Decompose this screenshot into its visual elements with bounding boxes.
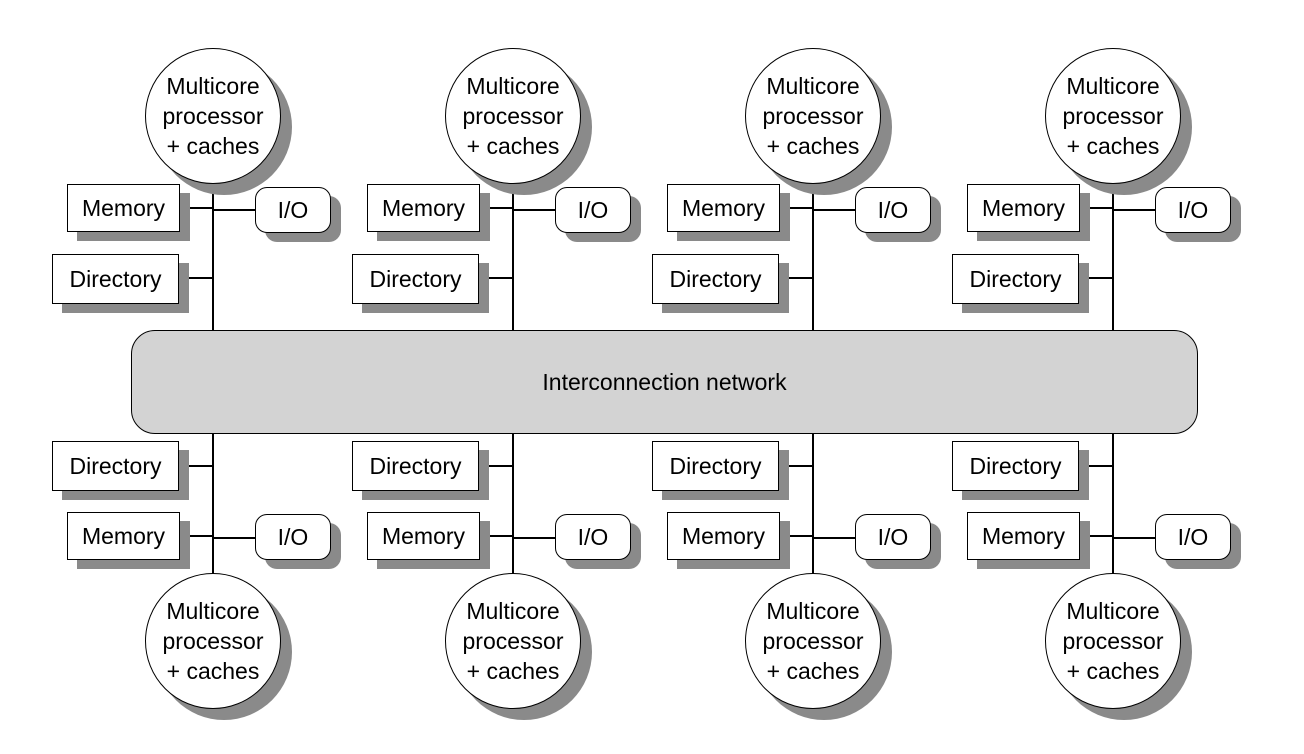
bottom-node-3-memory: Memory (667, 512, 780, 560)
top-node-4-memory: Memory (967, 184, 1080, 232)
top-node-2-processor: Multicore processor + caches (445, 48, 581, 184)
top-node-1-memory: Memory (67, 184, 180, 232)
top-node-1-io-label: I/O (277, 196, 309, 223)
top-node-3-directory-label: Directory (669, 265, 762, 292)
bottom-node-1-processor-line-1: Multicore (166, 598, 260, 624)
bottom-node-3-memory-label: Memory (681, 522, 766, 549)
top-node-3-io: I/O (855, 187, 931, 233)
top-node-1-directory: Directory (52, 254, 179, 304)
top-node-1-processor-line-1: Multicore (166, 73, 260, 99)
bottom-node-4-processor-line-2: processor (1062, 628, 1164, 654)
bottom-node-4-memory: Memory (967, 512, 1080, 560)
bottom-node-3-directory-label: Directory (669, 452, 762, 479)
bottom-node-3-io: I/O (855, 514, 931, 560)
top-node-2-processor-line-2: processor (462, 103, 564, 129)
top-node-2-memory: Memory (367, 184, 480, 232)
bottom-node-3-directory: Directory (652, 441, 779, 491)
bottom-node-3-processor-line-1: Multicore (766, 598, 860, 624)
bottom-node-2-io-label: I/O (577, 523, 609, 550)
bottom-node-4-processor-line-1: Multicore (1066, 598, 1160, 624)
top-node-1-processor-line-3: + caches (166, 133, 260, 159)
bottom-node-4-io-label: I/O (1177, 523, 1209, 550)
bottom-node-2-processor-line-1: Multicore (466, 598, 560, 624)
top-node-2-directory: Directory (352, 254, 479, 304)
top-node-4-directory: Directory (952, 254, 1079, 304)
top-node-4-memory-label: Memory (981, 194, 1066, 221)
top-node-1-directory-label: Directory (69, 265, 162, 292)
top-node-4-directory-label: Directory (969, 265, 1062, 292)
network-label: Interconnection network (542, 368, 787, 395)
bottom-node-4-memory-label: Memory (981, 522, 1066, 549)
top-node-4-processor: Multicore processor + caches (1045, 48, 1181, 184)
top-node-4-processor-line-1: Multicore (1066, 73, 1160, 99)
top-node-2-directory-label: Directory (369, 265, 462, 292)
top-node-2-io-label: I/O (577, 196, 609, 223)
bottom-node-1-processor: Multicore processor + caches (145, 573, 281, 709)
top-node-1-memory-label: Memory (81, 194, 166, 221)
top-node-3-memory-label: Memory (681, 194, 766, 221)
bottom-node-1-directory-label: Directory (69, 452, 162, 479)
bottom-node-3-io-label: I/O (877, 523, 909, 550)
bottom-node-1-processor-line-2: processor (162, 628, 264, 654)
top-node-2-memory-label: Memory (381, 194, 466, 221)
top-node-1-io: I/O (255, 187, 331, 233)
top-node-2-processor-line-3: + caches (466, 133, 560, 159)
top-node-1-processor-line-2: processor (162, 103, 264, 129)
bottom-node-4-processor: Multicore processor + caches (1045, 573, 1181, 709)
bottom-node-4-processor-line-3: + caches (1066, 658, 1160, 684)
top-node-3-processor: Multicore processor + caches (745, 48, 881, 184)
top-node-2-processor-line-1: Multicore (466, 73, 560, 99)
bottom-node-3-processor-line-3: + caches (766, 658, 860, 684)
bottom-node-4-io: I/O (1155, 514, 1231, 560)
top-node-3-io-label: I/O (877, 196, 909, 223)
bottom-node-4-directory-label: Directory (969, 452, 1062, 479)
bottom-node-3-processor-line-2: processor (762, 628, 864, 654)
top-node-4-io-label: I/O (1177, 196, 1209, 223)
bottom-node-1-io-label: I/O (277, 523, 309, 550)
top-node-1-processor: Multicore processor + caches (145, 48, 281, 184)
top-node-3-processor-line-3: + caches (766, 133, 860, 159)
top-node-4-processor-line-2: processor (1062, 103, 1164, 129)
bottom-node-4-directory: Directory (952, 441, 1079, 491)
top-node-4-io: I/O (1155, 187, 1231, 233)
bottom-node-2-processor: Multicore processor + caches (445, 573, 581, 709)
bottom-node-2-io: I/O (555, 514, 631, 560)
top-node-4-processor-line-3: + caches (1066, 133, 1160, 159)
top-node-2-io: I/O (555, 187, 631, 233)
bottom-node-2-memory-label: Memory (381, 522, 466, 549)
bottom-node-2-directory-label: Directory (369, 452, 462, 479)
top-node-3-directory: Directory (652, 254, 779, 304)
bottom-node-1-memory: Memory (67, 512, 180, 560)
top-node-3-memory: Memory (667, 184, 780, 232)
bottom-node-1-directory: Directory (52, 441, 179, 491)
bottom-node-1-memory-label: Memory (81, 522, 166, 549)
bottom-node-1-processor-line-3: + caches (166, 658, 260, 684)
interconnection-network: Interconnection network (131, 330, 1198, 434)
bottom-node-1-io: I/O (255, 514, 331, 560)
top-node-3-processor-line-2: processor (762, 103, 864, 129)
bottom-node-2-processor-line-2: processor (462, 628, 564, 654)
bottom-node-2-processor-line-3: + caches (466, 658, 560, 684)
bottom-node-2-memory: Memory (367, 512, 480, 560)
top-node-3-processor-line-1: Multicore (766, 73, 860, 99)
bottom-node-2-directory: Directory (352, 441, 479, 491)
bottom-node-3-processor: Multicore processor + caches (745, 573, 881, 709)
